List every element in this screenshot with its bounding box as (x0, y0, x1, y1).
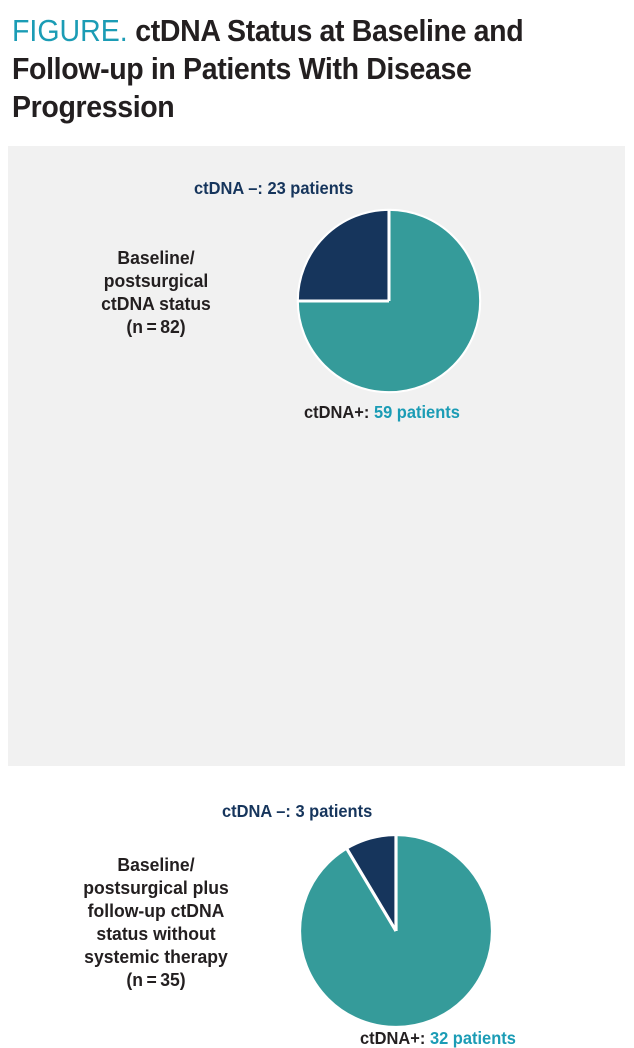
pie-label-key: ctDNA –: (222, 801, 291, 821)
chart-caption-baseline: Baseline/ postsurgical ctDNA status (n =… (46, 246, 266, 338)
pie-label-positive-followup: ctDNA+: 32 patients (360, 1028, 516, 1048)
caption-line: Baseline/ (117, 247, 195, 268)
pie-outline (296, 208, 482, 394)
figure-label: FIGURE. (12, 13, 128, 48)
pie-label-value: 59 patients (373, 402, 460, 422)
caption-line: postsurgical plus (83, 877, 229, 898)
pie-svg-followup (298, 833, 494, 1029)
pie-label-key: ctDNA+: (360, 1028, 426, 1048)
pie-slice-negative (297, 209, 389, 301)
pie-label-key: ctDNA+: (304, 402, 370, 422)
caption-line: ctDNA status (101, 293, 211, 314)
caption-line: (n = 82) (126, 316, 186, 337)
chart-block-followup: Baseline/ postsurgical plus follow-up ct… (8, 468, 625, 1048)
pie-label-value: 23 patients (267, 178, 354, 198)
pie-label-negative-followup: ctDNA –: 3 patients (222, 801, 372, 821)
pie-label-key: ctDNA –: (194, 178, 263, 198)
chart-block-baseline: Baseline/ postsurgical ctDNA status (n =… (8, 146, 625, 446)
pie-label-negative-baseline: ctDNA –: 23 patients (194, 178, 353, 198)
figure-panel: Baseline/ postsurgical ctDNA status (n =… (8, 146, 625, 1048)
pie-label-value: 3 patients (295, 801, 373, 821)
chart-caption-followup: Baseline/ postsurgical plus follow-up ct… (46, 853, 266, 991)
caption-line: systemic therapy (84, 946, 228, 967)
caption-line: Baseline/ (117, 854, 195, 875)
figure-title-text: ctDNA Status at Baseline and Follow-up i… (12, 13, 524, 124)
caption-line: status without (96, 923, 216, 944)
pie-chart-followup (296, 831, 496, 1031)
pie-label-positive-baseline: ctDNA+: 59 patients (304, 402, 460, 422)
figure-title: FIGURE. ctDNA Status at Baseline and Fol… (12, 12, 577, 126)
pie-svg-baseline (296, 208, 482, 394)
caption-line: (n = 35) (126, 969, 186, 990)
pie-chart-baseline (294, 206, 484, 396)
caption-line: postsurgical (103, 270, 209, 291)
caption-line: follow-up ctDNA (87, 900, 225, 921)
pie-label-value: 32 patients (429, 1028, 516, 1048)
